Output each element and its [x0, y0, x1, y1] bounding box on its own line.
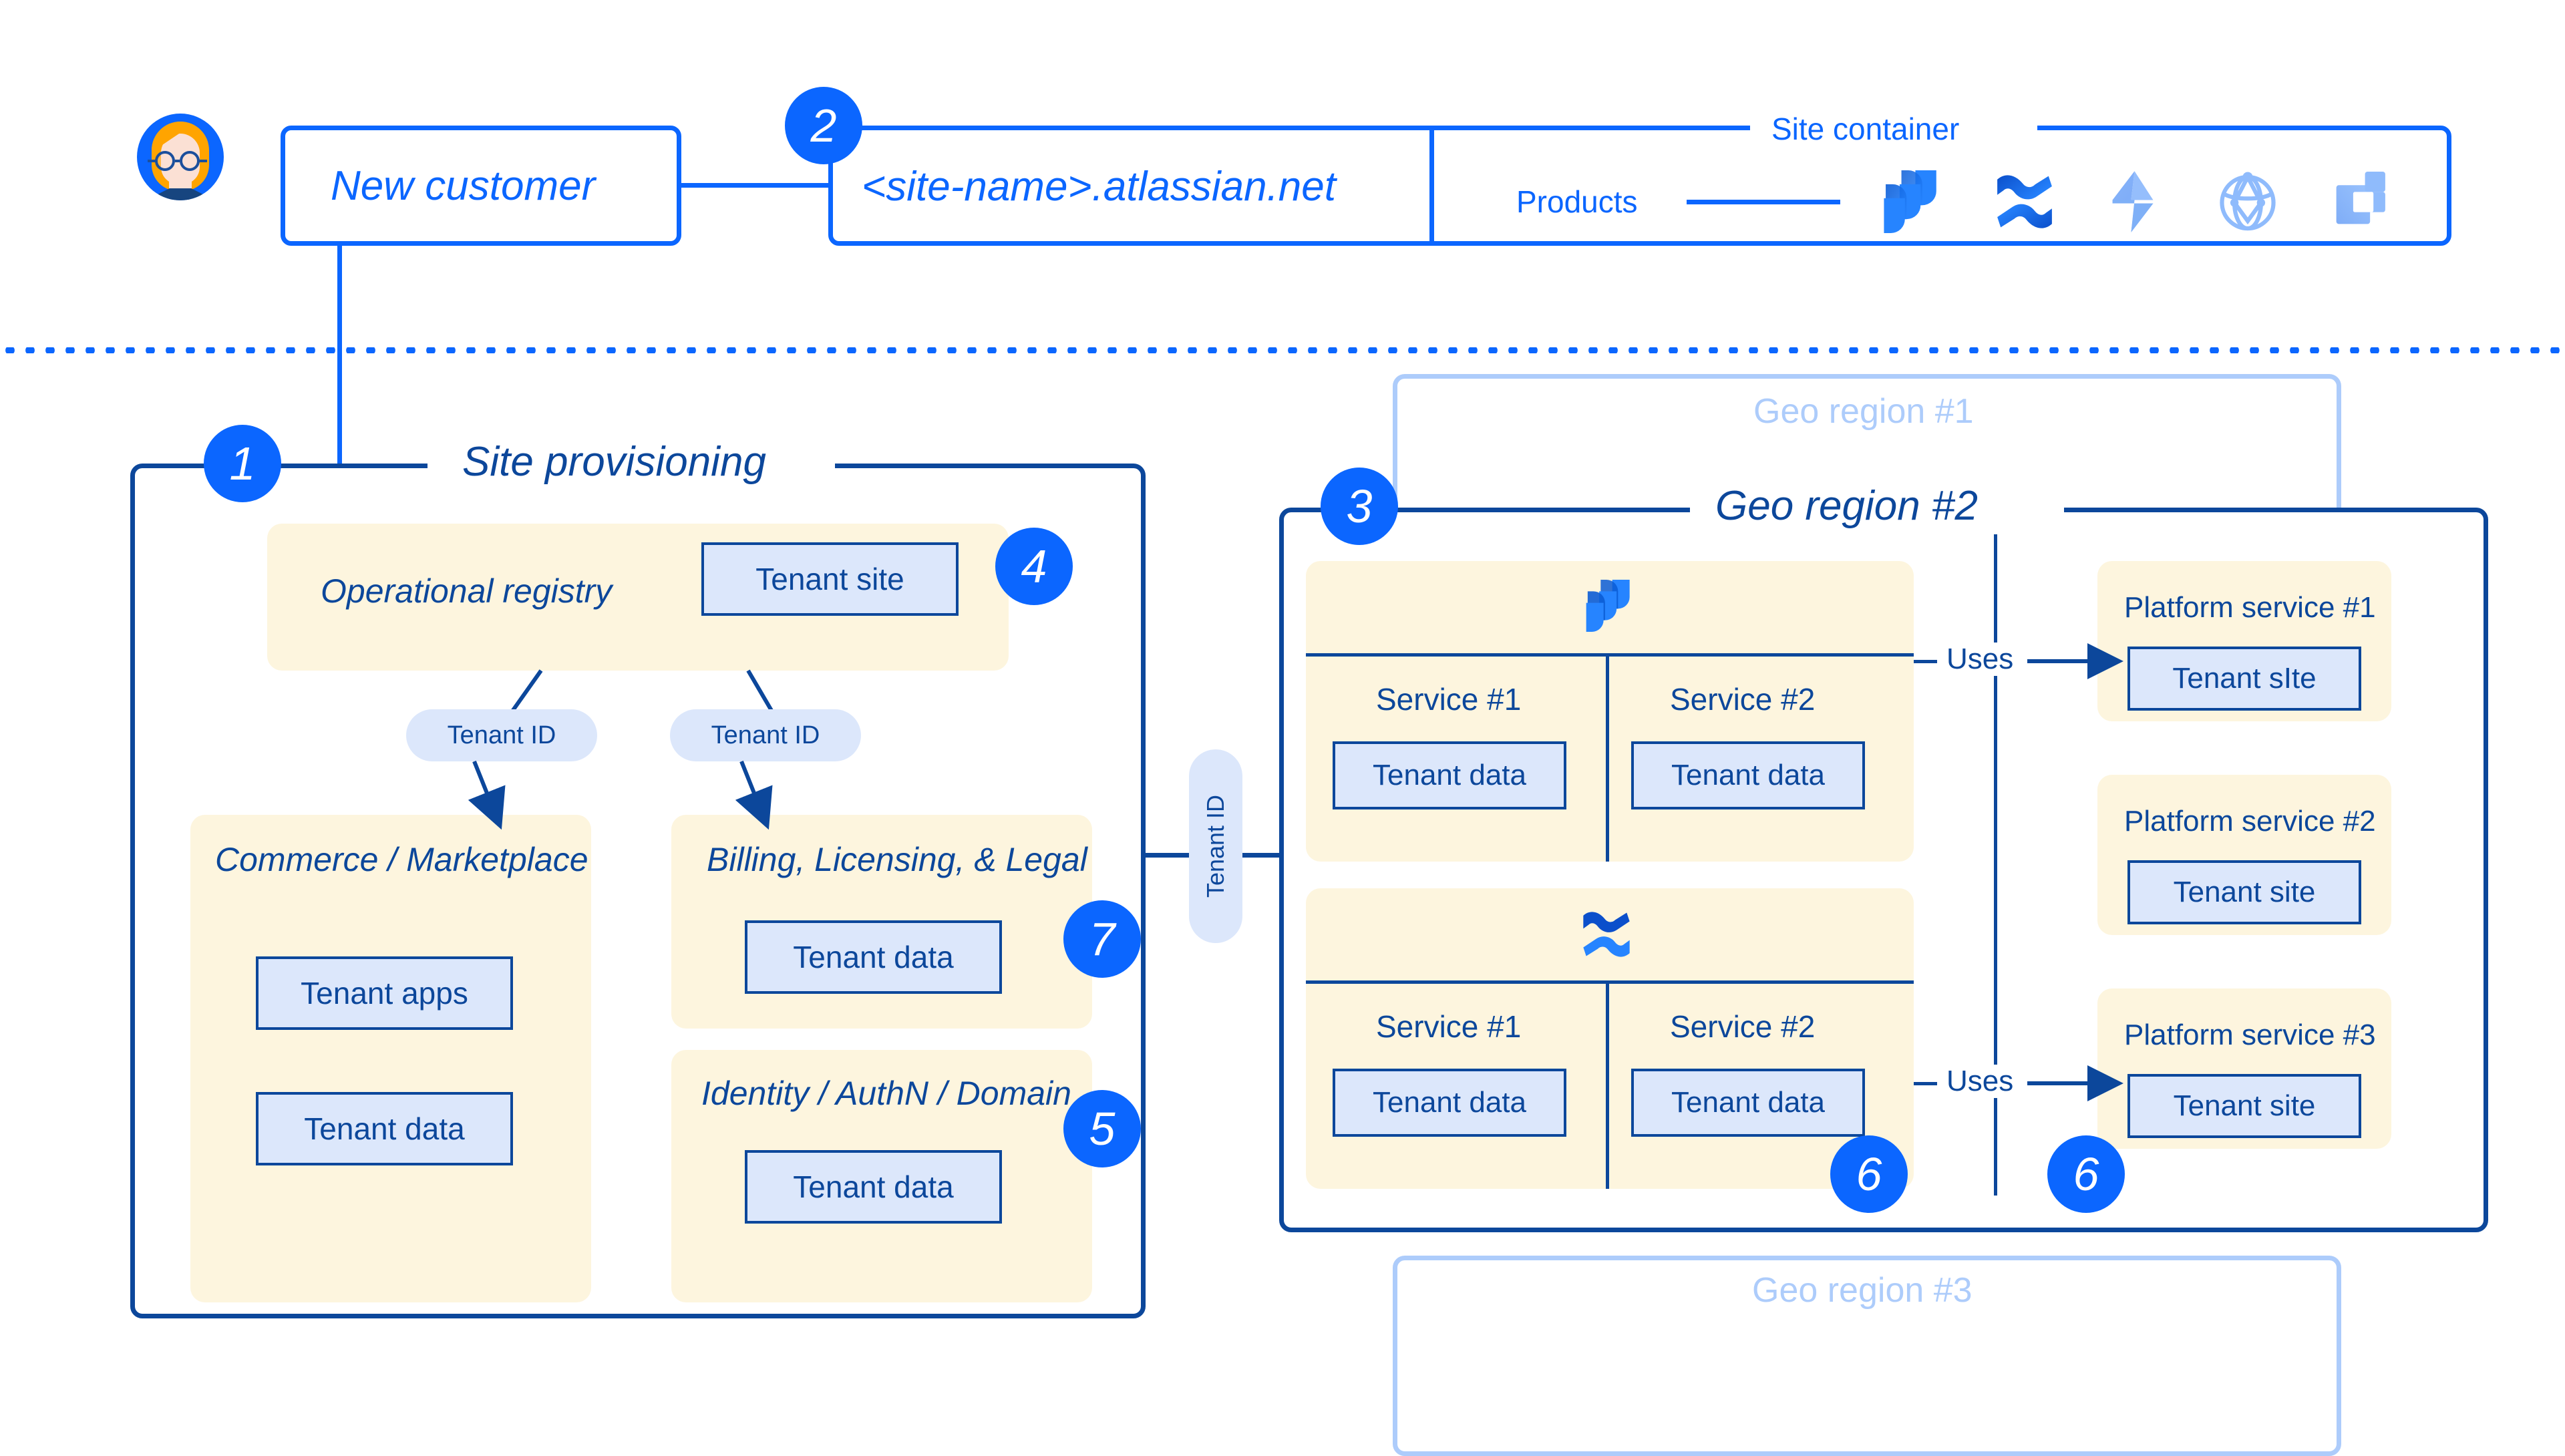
jira-service-management-icon[interactable] — [2111, 171, 2155, 232]
bitbucket-icon[interactable] — [2331, 168, 2389, 232]
commerce-tenant-data-box[interactable]: Tenant data — [256, 1092, 513, 1165]
confluence-icon[interactable] — [1994, 172, 2055, 231]
site-provisioning-title-gap — [428, 441, 835, 489]
geo-region-1-title-gap — [1743, 391, 2004, 431]
uses-arrow-top — [2027, 643, 2123, 679]
billing-tenant-data-box[interactable]: Tenant data — [745, 920, 1002, 994]
new-customer-box[interactable]: New customer — [281, 126, 681, 246]
step-marker-1[interactable]: 1 — [204, 425, 281, 502]
platform-service-3-tenant-site-box[interactable]: Tenant site — [2127, 1074, 2361, 1138]
confluence-service-2-title: Service #2 — [1670, 1009, 1816, 1044]
billing-title: Billing, Licensing, & Legal — [707, 841, 1087, 878]
tenant-id-connector-label: Tenant ID — [1202, 794, 1229, 898]
platform-service-3-title: Platform service #3 — [2124, 1019, 2376, 1051]
commerce-marketplace-title: Commerce / Marketplace — [215, 841, 588, 878]
confluence-service-1-title: Service #1 — [1376, 1009, 1522, 1044]
uses-label-bottom: Uses — [1937, 1065, 2023, 1098]
jira-icon — [1583, 580, 1630, 632]
site-url-label: <site-name>.atlassian.net — [862, 164, 1336, 210]
platform-service-1-tenant-site-box[interactable]: Tenant sIte — [2127, 647, 2361, 711]
pill-to-panel-arrows — [468, 760, 773, 830]
section-divider-dotted — [0, 347, 2565, 353]
platform-service-1-title: Platform service #1 — [2124, 591, 2376, 624]
jira-service-2-tenant-data-box[interactable]: Tenant data — [1631, 741, 1865, 809]
uses-arrow-bottom — [2027, 1065, 2123, 1101]
identity-title: Identity / AuthN / Domain — [701, 1075, 1071, 1112]
step-marker-5[interactable]: 5 — [1063, 1090, 1141, 1167]
operational-registry-title: Operational registry — [321, 572, 613, 610]
step-marker-6-platform[interactable]: 6 — [2047, 1135, 2125, 1213]
atlas-globe-icon[interactable] — [2218, 170, 2278, 232]
commerce-marketplace-panel — [190, 815, 591, 1302]
person-avatar-icon — [137, 114, 224, 200]
step-marker-3[interactable]: 3 — [1321, 468, 1398, 545]
step-marker-6-services[interactable]: 6 — [1830, 1135, 1908, 1213]
confluence-group-divider-v — [1606, 980, 1609, 1189]
platform-spine-line — [1994, 534, 1997, 1196]
confluence-service-1-tenant-data-box[interactable]: Tenant data — [1333, 1069, 1566, 1137]
step-marker-2[interactable]: 2 — [785, 87, 862, 164]
connector-customer-down — [337, 244, 342, 468]
connector-products — [1687, 200, 1840, 204]
jira-service-1-tenant-data-box[interactable]: Tenant data — [1333, 741, 1566, 809]
site-container-title-gap — [1750, 100, 2037, 151]
geo-region-2-title: Geo region #2 — [1715, 483, 1978, 529]
commerce-tenant-apps-box[interactable]: Tenant apps — [256, 956, 513, 1030]
confluence-icon — [1580, 910, 1633, 959]
platform-service-2-title: Platform service #2 — [2124, 805, 2376, 838]
step-marker-4[interactable]: 4 — [995, 528, 1073, 605]
site-container-title: Site container — [1771, 112, 1960, 146]
confluence-group-divider-h — [1306, 980, 1914, 984]
geo-region-2-title-gap — [1690, 485, 2064, 533]
jira-service-2-title: Service #2 — [1670, 682, 1816, 717]
connector-tenantid-to-region — [1239, 853, 1313, 858]
uses-label-top: Uses — [1937, 643, 2023, 676]
geo-region-3-title-gap — [1743, 1269, 2004, 1309]
operational-registry-tenant-site-box[interactable]: Tenant site — [701, 542, 959, 616]
confluence-service-2-tenant-data-box[interactable]: Tenant data — [1631, 1069, 1865, 1137]
new-customer-label: New customer — [331, 162, 596, 209]
site-container-divider — [1429, 126, 1434, 246]
step-marker-7[interactable]: 7 — [1063, 900, 1141, 978]
jira-icon[interactable] — [1880, 170, 1936, 233]
connector-provisioning-to-tenantid — [1144, 853, 1217, 858]
identity-tenant-data-box[interactable]: Tenant data — [745, 1150, 1002, 1224]
tenant-id-pill-right: Tenant ID — [670, 709, 861, 761]
site-provisioning-title: Site provisioning — [462, 439, 766, 485]
tenant-id-pill-left: Tenant ID — [406, 709, 597, 761]
jira-group-divider-h — [1306, 653, 1914, 657]
platform-service-2-tenant-site-box[interactable]: Tenant site — [2127, 860, 2361, 924]
geo-region-1-title: Geo region #1 — [1753, 392, 1974, 431]
connector-customer-to-url — [678, 183, 832, 188]
jira-group-divider-v — [1606, 653, 1609, 862]
jira-service-1-title: Service #1 — [1376, 682, 1522, 717]
tenant-id-connector-pill: Tenant ID — [1189, 749, 1242, 943]
site-container-box[interactable] — [828, 126, 2451, 246]
geo-region-3-title: Geo region #3 — [1752, 1271, 1973, 1310]
products-label: Products — [1516, 184, 1638, 219]
